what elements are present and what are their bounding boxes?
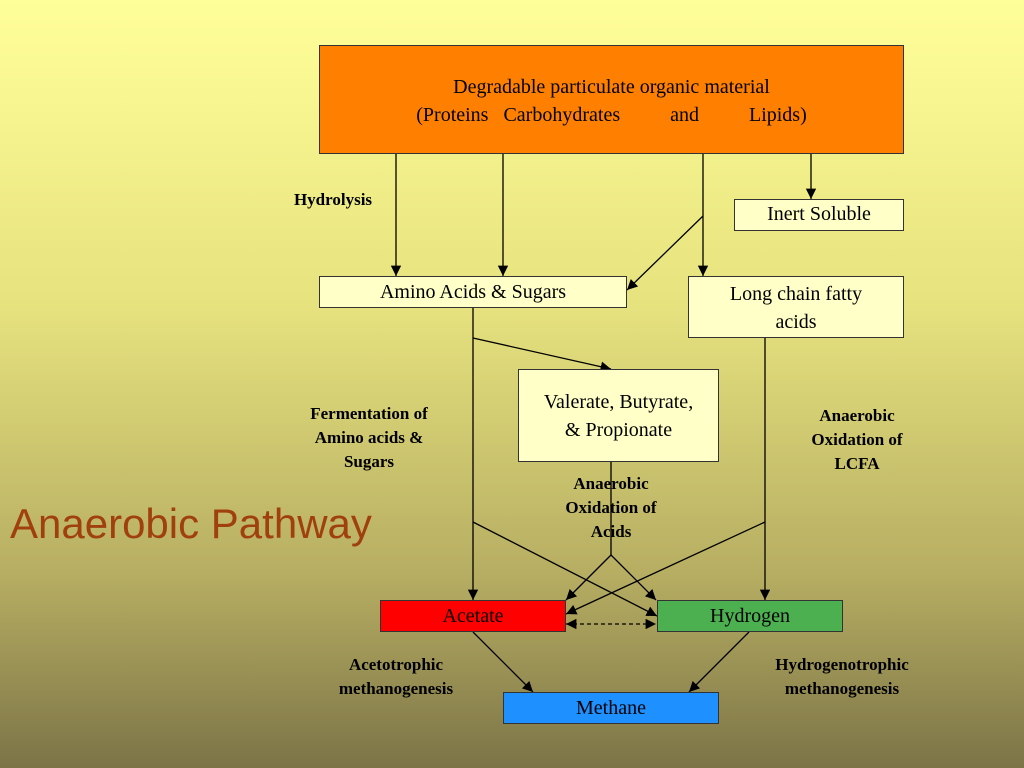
- hydrogen-label: Hydrogen: [710, 605, 790, 627]
- arrow-lcfa-to-acetate: [565, 521, 766, 615]
- vfa-box: Valerate, Butyrate, & Propionate: [518, 369, 719, 462]
- vfa-line-2: & Propionate: [564, 419, 673, 441]
- acetate-box: Acetate: [380, 600, 566, 632]
- methane-label: Methane: [576, 697, 646, 719]
- amino-acids-sugars-box: Amino Acids & Sugars: [319, 276, 627, 308]
- vfa-line-1: Valerate, Butyrate,: [543, 391, 694, 413]
- oxidation-lcfa-label: Anaerobic Oxidation of LCFA: [782, 404, 932, 476]
- lcfa-line-2: acids: [775, 311, 817, 333]
- arrow-vfa-to-acetate: [565, 554, 612, 601]
- slide-title: Anaerobic Pathway: [10, 500, 372, 547]
- oxidation-acids-line-3: Acids: [590, 522, 632, 541]
- lcfa-line-1: Long chain fatty: [729, 283, 863, 305]
- hydrogenotrophic-line-2: methanogenesis: [784, 679, 900, 698]
- acetate-label: Acetate: [442, 605, 504, 627]
- acetotrophic-line-1: Acetotrophic: [348, 655, 444, 674]
- oxidation-acids-line-1: Anaerobic: [573, 474, 649, 493]
- particulate-line-1: Degradable particulate organic material: [453, 76, 770, 98]
- hydrolysis-label: Hydrolysis: [268, 188, 398, 212]
- arrow-amino-to-vfa: [472, 337, 612, 372]
- fermentation-line-1: Fermentation of: [310, 404, 428, 423]
- hydrolysis-text: Hydrolysis: [293, 190, 373, 209]
- fermentation-label: Fermentation of Amino acids & Sugars: [284, 402, 454, 474]
- inert-soluble-box: Inert Soluble: [734, 199, 904, 231]
- inert-soluble-label: Inert Soluble: [767, 203, 871, 225]
- fermentation-line-3: Sugars: [343, 452, 395, 471]
- particulate-line-2: (Proteins Carbohydrates and Lipids): [416, 104, 807, 126]
- oxidation-lcfa-line-1: Anaerobic: [819, 406, 895, 425]
- oxidation-acids-line-2: Oxidation of: [565, 498, 657, 517]
- hydrogenotrophic-line-1: Hydrogenotrophic: [775, 655, 909, 674]
- amino-acids-sugars-label: Amino Acids & Sugars: [379, 281, 567, 303]
- particulate-organic-box: Degradable particulate organic material …: [319, 45, 904, 154]
- oxidation-acids-label: Anaerobic Oxidation of Acids: [546, 472, 676, 544]
- acetotrophic-label: Acetotrophic methanogenesis: [316, 653, 476, 701]
- arrow-vfa-to-hydrogen: [610, 554, 657, 601]
- arrow-particulate-to-amino-3: [626, 215, 704, 291]
- hydrogenotrophic-label: Hydrogenotrophic methanogenesis: [752, 653, 932, 701]
- oxidation-lcfa-line-3: LCFA: [834, 454, 880, 473]
- arrow-acetate-to-methane: [472, 631, 534, 693]
- hydrogen-box: Hydrogen: [657, 600, 843, 632]
- fermentation-line-2: Amino acids &: [314, 428, 424, 447]
- acetotrophic-line-2: methanogenesis: [338, 679, 454, 698]
- arrow-amino-to-hydrogen: [472, 521, 658, 617]
- lcfa-box: Long chain fatty acids: [688, 276, 904, 338]
- oxidation-lcfa-line-2: Oxidation of: [811, 430, 903, 449]
- arrow-hydrogen-to-methane: [688, 631, 750, 693]
- methane-box: Methane: [503, 692, 719, 724]
